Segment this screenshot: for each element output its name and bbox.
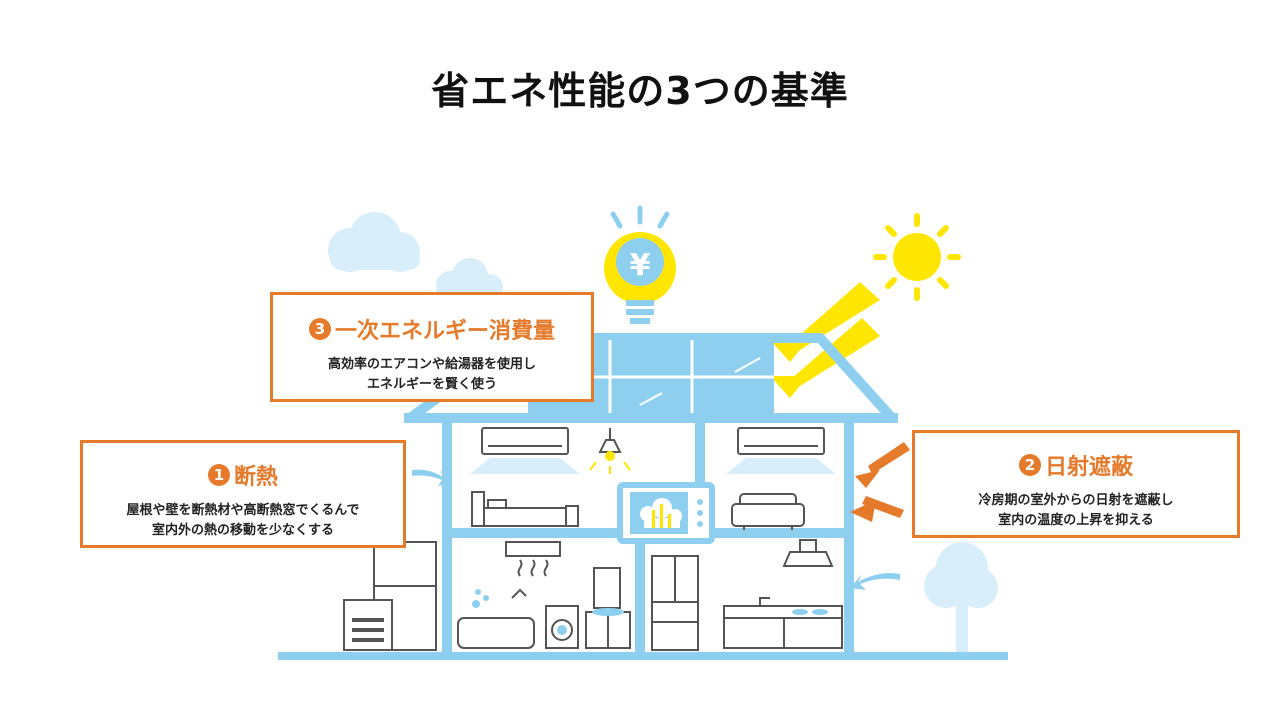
callout-description-line: 室内外の熱の移動を少なくする xyxy=(151,523,334,538)
page-title: 省エネ性能の3つの基準 xyxy=(431,69,849,113)
tree-icon xyxy=(924,542,998,652)
washing-machine-icon xyxy=(545,605,579,649)
callout-description-line: 冷房期の室外からの日射を遮蔽し xyxy=(978,493,1174,508)
kitchen-counter-icon xyxy=(723,597,843,649)
lightbulb-icon: ¥ xyxy=(604,205,676,324)
number-badge: 2 xyxy=(1018,454,1041,476)
callout-heading: 一次エネルギー消費量 xyxy=(334,319,555,344)
callout-heading: 断熱 xyxy=(233,465,278,490)
bathtub-icon xyxy=(457,588,535,649)
callout-description-line: 屋根や壁を断熱材や高断熱窓でくるんで xyxy=(126,503,360,518)
refrigerator-icon xyxy=(651,555,699,651)
callout-description-line: 室内の温度の上昇を抑える xyxy=(998,513,1154,528)
bed-icon xyxy=(471,491,579,527)
airflow-arrow-icon xyxy=(412,469,900,590)
bath-dryer-icon xyxy=(505,541,561,577)
range-hood-icon xyxy=(782,539,834,567)
yen-symbol: ¥ xyxy=(630,248,651,283)
callout-solar-shading: 2 日射遮蔽 冷房期の室外からの日射を遮蔽し 室内の温度の上昇を抑える xyxy=(912,430,1240,538)
washbasin-icon xyxy=(585,567,631,649)
sofa-icon xyxy=(731,493,805,530)
air-conditioner-icon xyxy=(726,427,836,474)
heat-arrow-icon xyxy=(850,442,910,522)
air-conditioner-icon xyxy=(470,427,580,474)
number-badge: 1 xyxy=(207,464,230,486)
callout-heading: 日射遮蔽 xyxy=(1044,455,1133,480)
callout-primary-energy: 3 一次エネルギー消費量 高効率のエアコンや給湯器を使用し エネルギーを賢く使う xyxy=(270,292,594,402)
energy-monitor-icon xyxy=(617,482,715,544)
sun-icon xyxy=(873,213,961,301)
callout-insulation: 1 断熱 屋根や壁を断熱材や高断熱窓でくるんで 室内外の熱の移動を少なくする xyxy=(80,440,406,548)
pendant-light-icon xyxy=(589,428,631,474)
callout-description-line: 高効率のエアコンや給湯器を使用し xyxy=(327,357,536,372)
cloud-icon xyxy=(328,212,420,272)
callout-description-line: エネルギーを賢く使う xyxy=(366,377,497,392)
hot-water-heater-icon xyxy=(343,541,437,651)
number-badge: 3 xyxy=(308,318,331,340)
